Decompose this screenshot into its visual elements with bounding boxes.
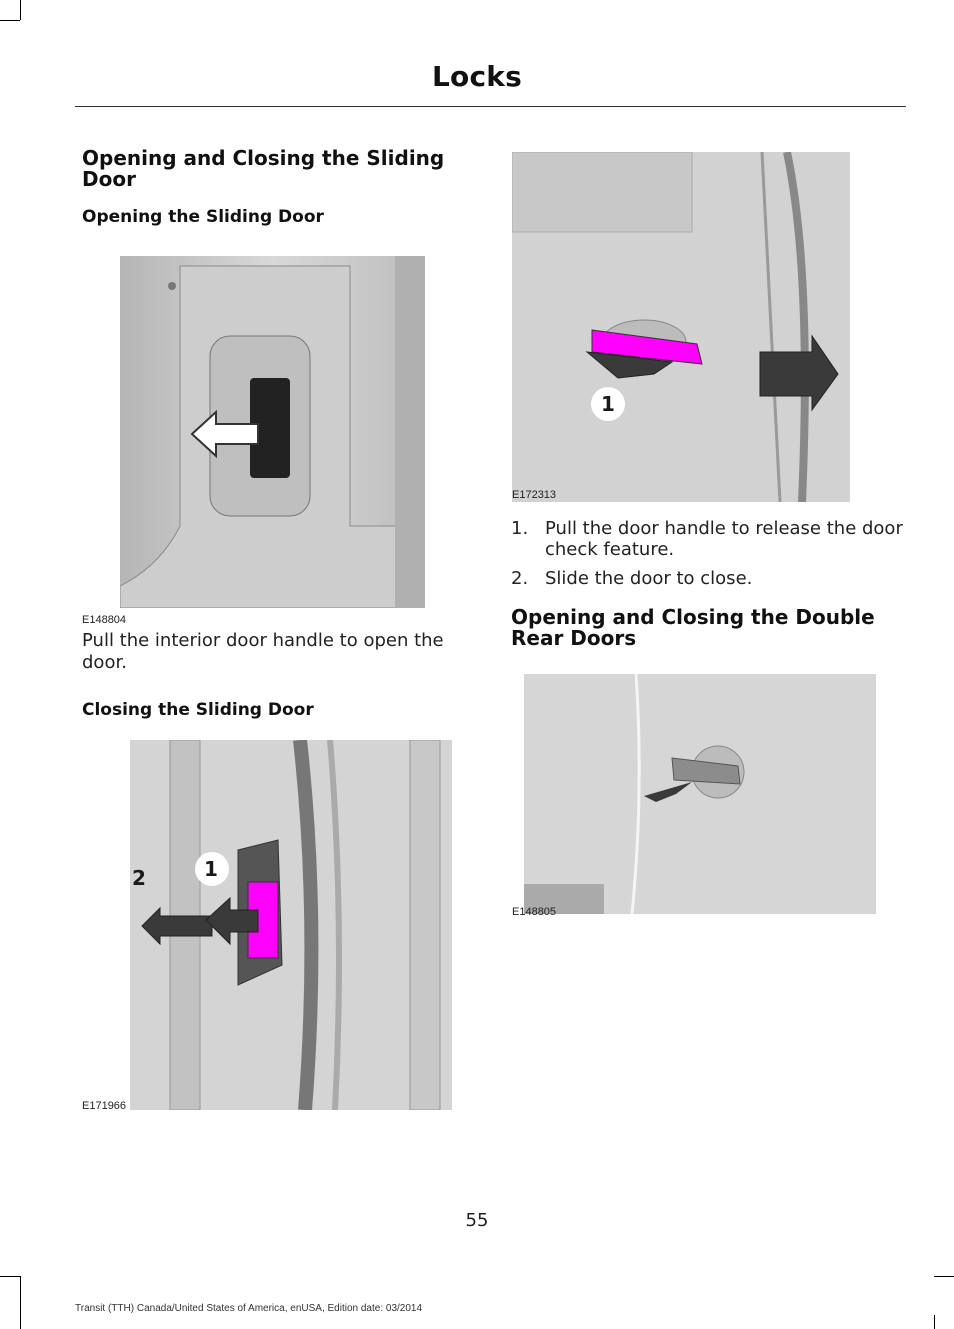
- step-number: 2.: [511, 568, 529, 589]
- figure-interior-handle: [120, 256, 425, 608]
- step-number: 1.: [511, 518, 529, 539]
- subheading-opening-sliding-door: Opening the Sliding Door: [82, 207, 324, 227]
- title-divider: [75, 106, 906, 107]
- arrow-icon: [585, 334, 839, 421]
- list-item: 1. Pull the door handle to release the do…: [511, 518, 911, 560]
- figure-rear-doors: [524, 674, 876, 914]
- list-item: 2. Slide the door to close.: [511, 568, 911, 589]
- section-heading-double-rear-doors: Opening and Closing the Double Rear Door…: [511, 605, 875, 650]
- figure-code: E171966: [82, 1100, 127, 1112]
- crop-mark: [20, 0, 21, 20]
- crop-mark: [0, 20, 20, 21]
- step-text: Pull the door handle to release the door…: [545, 518, 903, 560]
- left-arrow-icon: [141, 852, 259, 946]
- steps-list: 1. Pull the door handle to release the do…: [511, 518, 911, 597]
- callout-1: 1: [204, 857, 218, 881]
- figure-code: E148805: [512, 906, 557, 918]
- page-number: 55: [465, 1210, 489, 1231]
- crop-mark: [934, 1315, 935, 1329]
- figure-closing-door: 1 2: [130, 740, 452, 1110]
- section-heading-sliding-door: Opening and Closing the Sliding Door: [82, 146, 445, 191]
- crop-mark: [20, 1276, 21, 1329]
- callout-2: 2: [132, 866, 146, 890]
- step-text: Slide the door to close.: [545, 568, 753, 589]
- crop-mark: [0, 1276, 20, 1277]
- figure-code: E172313: [512, 489, 557, 501]
- left-arrow-icon: [190, 409, 259, 459]
- subheading-closing-sliding-door: Closing the Sliding Door: [82, 700, 314, 720]
- footer-edition: Transit (TTH) Canada/United States of Am…: [75, 1303, 423, 1314]
- figure-exterior-handle: 1 2: [512, 152, 850, 502]
- crop-mark: [934, 1276, 954, 1277]
- open-instruction: Pull the interior door handle to open th…: [82, 630, 444, 673]
- figure-code: E148804: [82, 614, 127, 626]
- page-title: Locks: [432, 60, 522, 93]
- callout-1: 1: [601, 392, 615, 416]
